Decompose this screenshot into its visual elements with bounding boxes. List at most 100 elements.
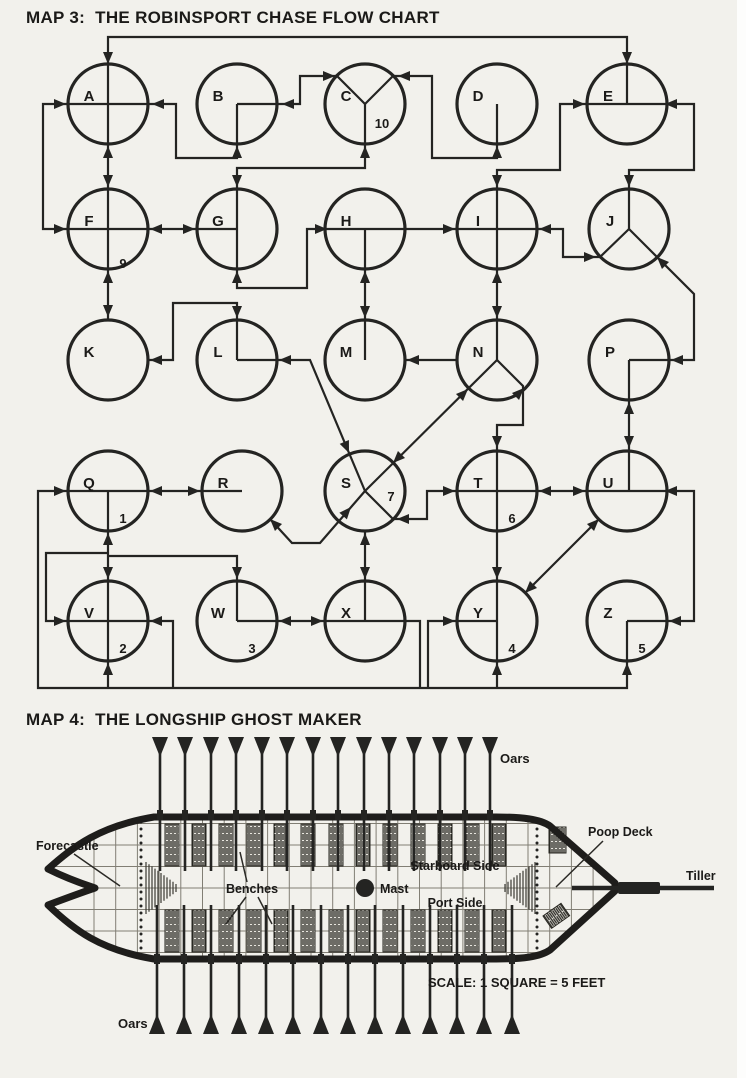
bench (328, 823, 344, 867)
arrowhead (492, 271, 502, 283)
arrowhead (103, 271, 113, 283)
arrowhead (315, 224, 327, 234)
arrowhead (393, 450, 406, 463)
bulkhead-dot (139, 946, 143, 950)
bulkhead-dot (139, 876, 143, 880)
bench (300, 823, 316, 867)
bulkhead-dot (535, 911, 539, 915)
node-letter-J: J (606, 213, 614, 230)
mast-label: Mast (380, 882, 409, 896)
node-letter-E: E (603, 88, 613, 105)
arrowhead (282, 99, 294, 109)
oar-blade (258, 1014, 274, 1034)
oar-blade (367, 1014, 383, 1034)
arrowhead (657, 257, 670, 270)
bench (246, 909, 262, 953)
arrowhead (279, 355, 291, 365)
flow-edge (426, 619, 497, 688)
bench (300, 909, 316, 953)
oars-bottom-label: Oars (118, 1016, 148, 1031)
arrowhead (573, 486, 585, 496)
arrowhead (311, 616, 323, 626)
arrowhead (492, 175, 502, 187)
arrowhead (584, 252, 596, 262)
arrowhead (360, 146, 370, 158)
bulkhead-dot (535, 904, 539, 908)
oar-blade (395, 1014, 411, 1034)
arrowhead (492, 146, 502, 158)
arrowhead (539, 486, 551, 496)
arrowhead (188, 486, 200, 496)
label-pointer (239, 851, 248, 883)
arrowhead (407, 355, 419, 365)
node-letter-F: F (84, 213, 93, 230)
bulkhead-dot (535, 862, 539, 866)
oar-blade (176, 1014, 192, 1034)
arrowhead (150, 486, 162, 496)
bench (191, 823, 207, 867)
bench (410, 909, 426, 953)
bench (164, 823, 180, 867)
node-letter-W: W (211, 605, 226, 622)
bench (273, 909, 289, 953)
flow-edge (269, 490, 366, 545)
arrowhead (339, 440, 349, 453)
arrowhead (103, 663, 113, 675)
bulkhead-dot (535, 932, 539, 936)
bulkhead-dot (535, 946, 539, 950)
node-number-Z: 5 (638, 641, 645, 656)
oar-blade (504, 1014, 520, 1034)
node-letter-I: I (476, 213, 480, 230)
arrowhead (492, 306, 502, 318)
node-letter-C: C (341, 88, 352, 105)
arrowhead (443, 486, 455, 496)
arrowhead (323, 71, 335, 81)
bulkhead-dot (139, 841, 143, 845)
label-pointer (73, 853, 121, 887)
oar-blade (305, 737, 321, 757)
bench (382, 909, 398, 953)
tiller-grip (618, 882, 660, 894)
oar-blade (406, 737, 422, 757)
map3-title: MAP 3: THE ROBINSPORT CHASE FLOW CHART (26, 8, 440, 27)
arrowhead (525, 580, 538, 593)
arrowhead (624, 175, 634, 187)
node-letter-R: R (218, 475, 229, 492)
bench (164, 909, 180, 953)
flow-edge (41, 102, 108, 231)
poop-deck-label: Poop Deck (588, 825, 653, 839)
oar-blade (381, 737, 397, 757)
arrowhead (622, 663, 632, 675)
flow-edge (106, 35, 629, 104)
oar-blade (203, 737, 219, 757)
flow-edge (364, 359, 498, 492)
flow-edge (365, 619, 422, 688)
arrowhead (586, 519, 599, 532)
oar-blade (422, 1014, 438, 1034)
arrowhead (54, 486, 66, 496)
flow-edge (108, 619, 175, 688)
flow-edge (627, 489, 696, 623)
arrowhead (665, 486, 677, 496)
flow-edge (237, 74, 366, 106)
oar-blade (340, 1014, 356, 1034)
bulkhead-dot (535, 827, 539, 831)
node-letter-N: N (473, 344, 484, 361)
node-letter-V: V (84, 605, 94, 622)
bulkhead-dot (535, 897, 539, 901)
bulkhead-dot (535, 890, 539, 894)
arrowhead (232, 271, 242, 283)
flow-edge (235, 104, 367, 229)
tiller-label: Tiller (686, 869, 716, 883)
arrowhead (360, 306, 370, 318)
arrowhead (232, 146, 242, 158)
flow-edge (148, 301, 239, 362)
arrowhead (539, 224, 551, 234)
oar-blade (152, 737, 168, 757)
arrowhead (150, 355, 162, 365)
oar-blade (285, 1014, 301, 1034)
bulkhead-dot (535, 841, 539, 845)
bulkhead-dot (139, 904, 143, 908)
map4-title: MAP 4: THE LONGSHIP GHOST MAKER (26, 710, 362, 729)
